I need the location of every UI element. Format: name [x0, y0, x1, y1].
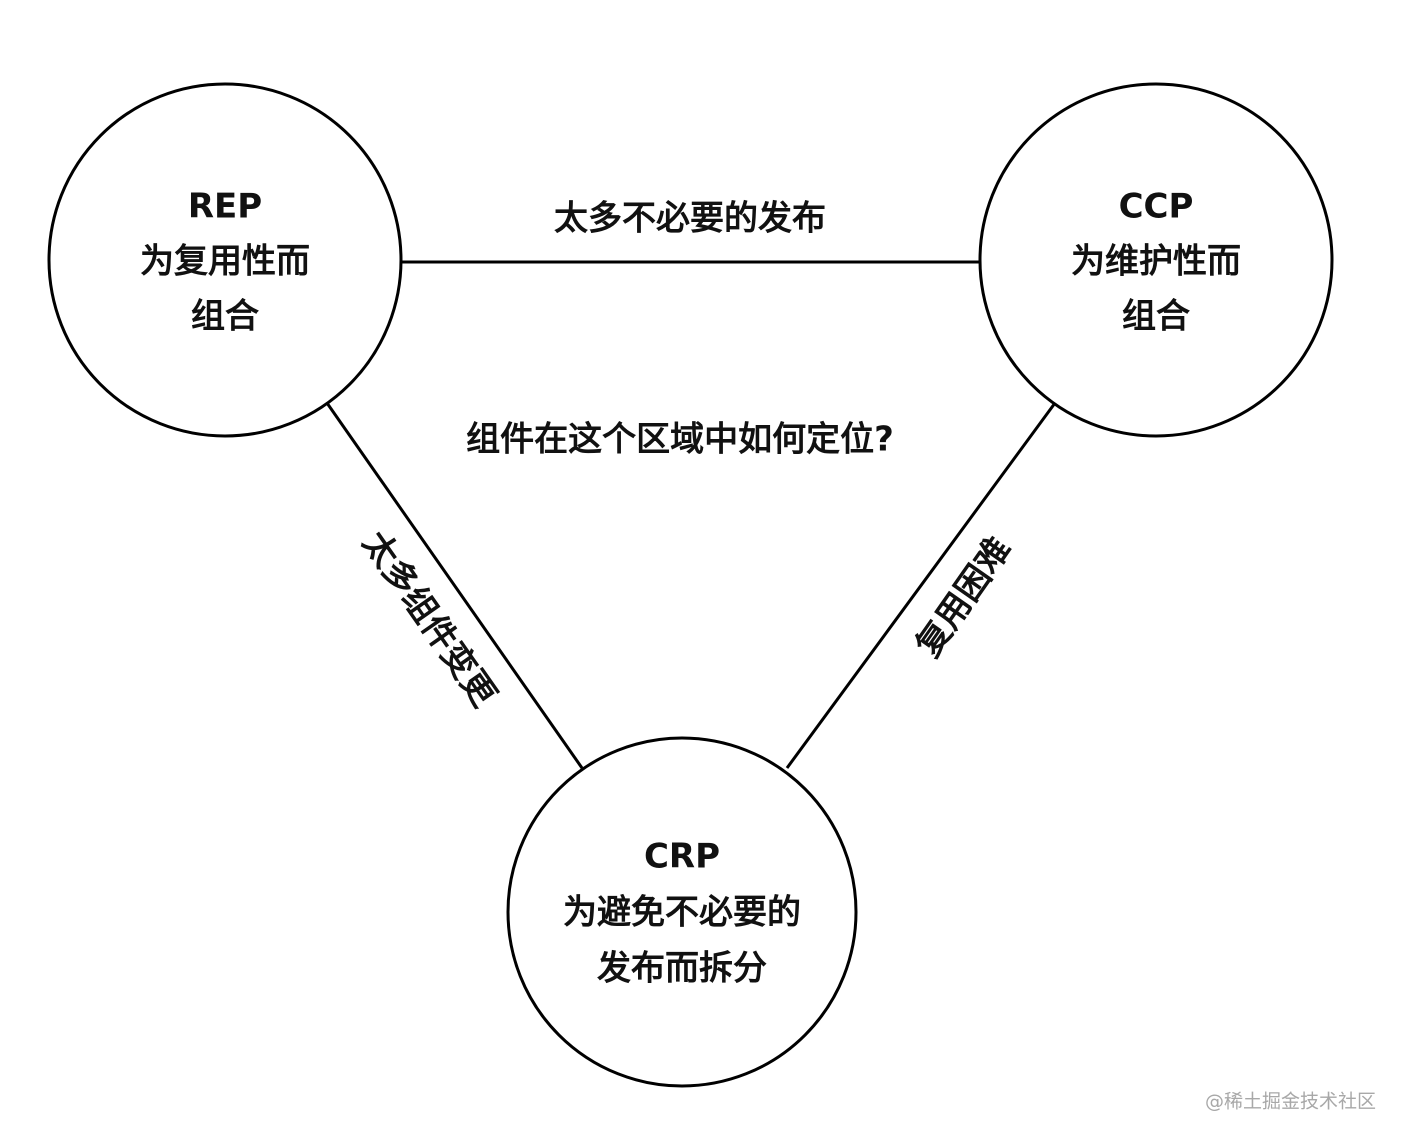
node-ccp-title: CCP [1119, 187, 1194, 227]
node-ccp-line-2: 为维护性而 [1071, 242, 1241, 282]
edge-label-rep-ccp: 太多不必要的发布 [554, 199, 826, 239]
watermark: @稀土掘金技术社区 [1205, 1091, 1376, 1113]
edge-ccp-crp [785, 402, 1057, 769]
node-ccp-line-3: 组合 [1122, 297, 1190, 337]
edge-rep-crp [325, 402, 584, 769]
node-rep: REP 为复用性而 组合 [47, 82, 403, 438]
edge-label-ccp-crp: 复用困难 [908, 530, 1019, 664]
node-rep-circle [47, 82, 403, 438]
node-rep-line-3: 组合 [191, 297, 259, 337]
node-rep-title: REP [188, 187, 262, 227]
node-crp-circle [506, 736, 858, 1088]
node-crp-line-3: 发布而拆分 [597, 949, 767, 989]
edge-label-rep-crp: 太多组件变更 [354, 524, 504, 715]
node-rep-line-2: 为复用性而 [140, 242, 310, 282]
node-ccp-circle [978, 82, 1334, 438]
node-crp-title: CRP [644, 837, 720, 877]
center-question: 组件在这个区域中如何定位? [466, 420, 894, 460]
node-crp-line-2: 为避免不必要的 [563, 893, 801, 933]
node-ccp: CCP 为维护性而 组合 [978, 82, 1334, 438]
node-crp: CRP 为避免不必要的 发布而拆分 [506, 736, 858, 1088]
